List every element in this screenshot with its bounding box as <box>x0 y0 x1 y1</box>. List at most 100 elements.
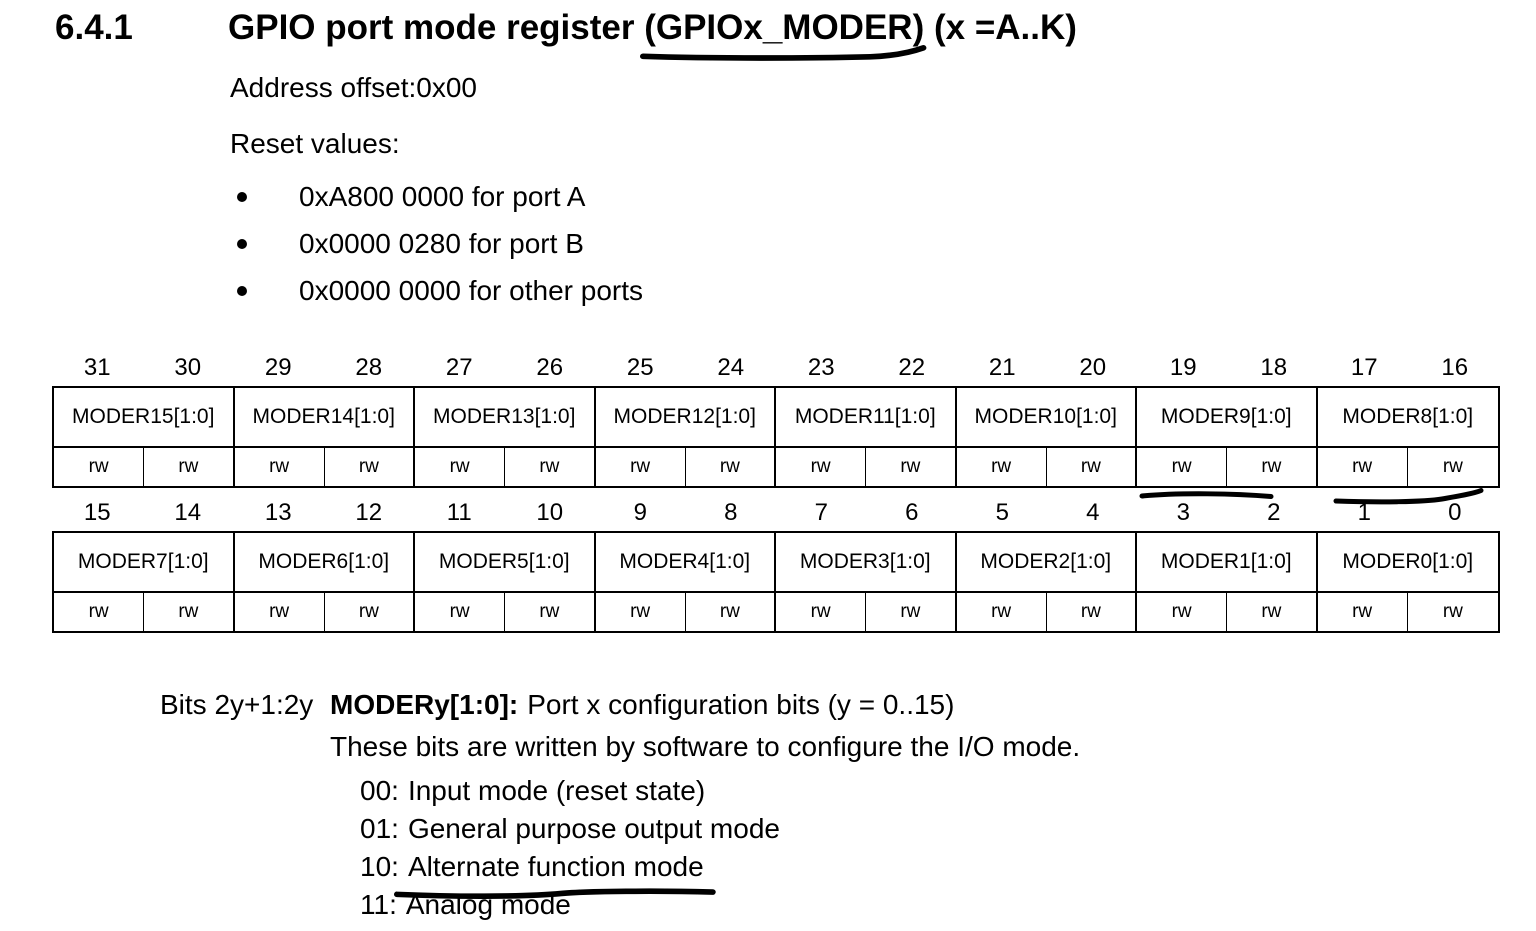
page-title-register-name: (GPIOx_MODER <box>640 8 927 61</box>
bit-number-label: 0 <box>1448 499 1462 526</box>
bit-number-label: 2 <box>1267 499 1281 526</box>
list-item: 0x0000 0000 for other ports <box>237 267 643 314</box>
list-item: 0x0000 0280 for port B <box>237 220 643 267</box>
field-cell: MODER0[1:0] <box>1342 550 1474 573</box>
bit-number-label: 5 <box>995 499 1009 526</box>
bit-number-label: 27 <box>445 354 473 381</box>
bit-number-label: 31 <box>83 354 111 381</box>
field-cell: MODER13[1:0] <box>415 388 596 446</box>
access-cell: rw <box>776 448 867 486</box>
bit-number-label: 23 <box>807 354 835 381</box>
access-cell: rw <box>866 448 957 486</box>
bit-number-label: 18 <box>1260 354 1288 381</box>
access-cell: rw <box>1442 456 1463 477</box>
access-cell: rw <box>505 593 596 631</box>
access-cell: rw <box>1137 448 1228 486</box>
reset-values-list: 0xA800 0000 for port A 0x0000 0280 for p… <box>237 173 643 314</box>
field-cell: MODER1[1:0] <box>1137 533 1318 591</box>
field-cell: MODER10[1:0] <box>957 388 1137 446</box>
access-cell: rw <box>144 448 235 486</box>
access-cell: rw <box>235 593 325 631</box>
access-cell: rw <box>325 593 415 631</box>
field-row: MODER15[1:0]MODER14[1:0]MODER13[1:0]MODE… <box>54 388 1498 448</box>
bit-number-label: 30 <box>174 354 202 381</box>
register-table: MODER7[1:0]MODER6[1:0]MODER5[1:0]MODER4[… <box>52 531 1500 633</box>
bits-range-label: Bits 2y+1:2y <box>160 689 314 720</box>
section-heading: 6.4.1 GPIO port mode register (GPIOx_MOD… <box>55 8 1077 61</box>
field-description: Port x configuration bits (y = 0..15) <box>527 689 955 720</box>
field-row: MODER7[1:0]MODER6[1:0]MODER5[1:0]MODER4[… <box>54 533 1498 593</box>
field-cell: MODER8[1:0] <box>1342 405 1474 428</box>
bit-number-label: 19 <box>1169 354 1197 381</box>
access-cell: rw <box>957 593 1047 631</box>
bit-number-label: 29 <box>264 354 292 381</box>
access-cell: rw <box>415 593 506 631</box>
bit-number-label: 14 <box>174 499 202 526</box>
access-cell: rw <box>596 448 686 486</box>
access-cell: rw <box>1047 593 1137 631</box>
field-cell: MODER2[1:0] <box>957 533 1137 591</box>
bit-number-label: 28 <box>355 354 383 381</box>
access-cell: rw <box>54 593 145 631</box>
bit-number-label: 4 <box>1086 499 1100 526</box>
field-cell: MODER7[1:0] <box>54 533 235 591</box>
page-title: GPIO port mode register (GPIOx_MODER) (x… <box>228 8 1077 61</box>
field-cell: MODER12[1:0] <box>596 388 776 446</box>
option-value: 10: <box>360 851 399 882</box>
title-ink-underline-icon <box>640 45 927 61</box>
option-text: General purpose output mode <box>407 813 780 844</box>
section-number: 6.4.1 <box>55 8 133 47</box>
field-cell: MODER5[1:0] <box>415 533 596 591</box>
mode-option-row: 01:General purpose output mode <box>160 810 1080 848</box>
bit-number-label: 20 <box>1079 354 1107 381</box>
access-cell: rw <box>1137 593 1228 631</box>
reset-values-label: Reset values: <box>230 128 400 159</box>
rw-ink-underline-17-16-icon <box>1333 488 1484 505</box>
bullet-dot-icon <box>237 239 247 249</box>
access-cell: rw <box>235 448 325 486</box>
bit-number-label: 13 <box>264 499 292 526</box>
bit-number-label: 16 <box>1441 354 1469 381</box>
mode-option-row: 10:Alternate function mode <box>160 848 1080 900</box>
access-cell: rw <box>1227 448 1318 486</box>
option-value: 11: <box>360 889 397 920</box>
bit-number-label: 21 <box>988 354 1016 381</box>
access-cell: rw <box>54 448 145 486</box>
bullet-dot-icon <box>237 286 247 296</box>
field-cell: MODER14[1:0] <box>235 388 415 446</box>
field-behavior-text: These bits are written by software to co… <box>330 731 1081 762</box>
access-cell: rw <box>957 448 1047 486</box>
bit-number-label: 9 <box>633 499 647 526</box>
bit-number-label: 3 <box>1176 499 1190 526</box>
bit-number-label: 1 <box>1357 499 1371 526</box>
register-table: MODER15[1:0]MODER14[1:0]MODER13[1:0]MODE… <box>52 386 1500 488</box>
field-cell: MODER6[1:0] <box>235 533 415 591</box>
bit-number-label: 12 <box>355 499 383 526</box>
bit-number-label: 10 <box>536 499 564 526</box>
access-cell: rw <box>1318 593 1408 631</box>
access-cell: rw <box>776 593 867 631</box>
list-item: 0xA800 0000 for port A <box>237 173 643 220</box>
access-cell: rw <box>686 448 776 486</box>
page-title-suffix: ) (x =A..K) <box>912 8 1077 47</box>
mode-option-row: 00:Input mode (reset state) <box>160 772 1080 810</box>
bit-number-label: 7 <box>814 499 828 526</box>
page-title-prefix: GPIO port mode register <box>228 8 645 47</box>
field-cell: MODER4[1:0] <box>596 533 776 591</box>
field-cell: MODER11[1:0] <box>776 388 957 446</box>
option-value: 00: <box>360 775 399 806</box>
access-cell: rw <box>686 593 776 631</box>
access-cell: rw <box>505 448 596 486</box>
access-cell: rw <box>596 593 686 631</box>
address-offset-text: Address offset:0x00 <box>230 72 477 103</box>
access-cell: rw <box>415 448 506 486</box>
